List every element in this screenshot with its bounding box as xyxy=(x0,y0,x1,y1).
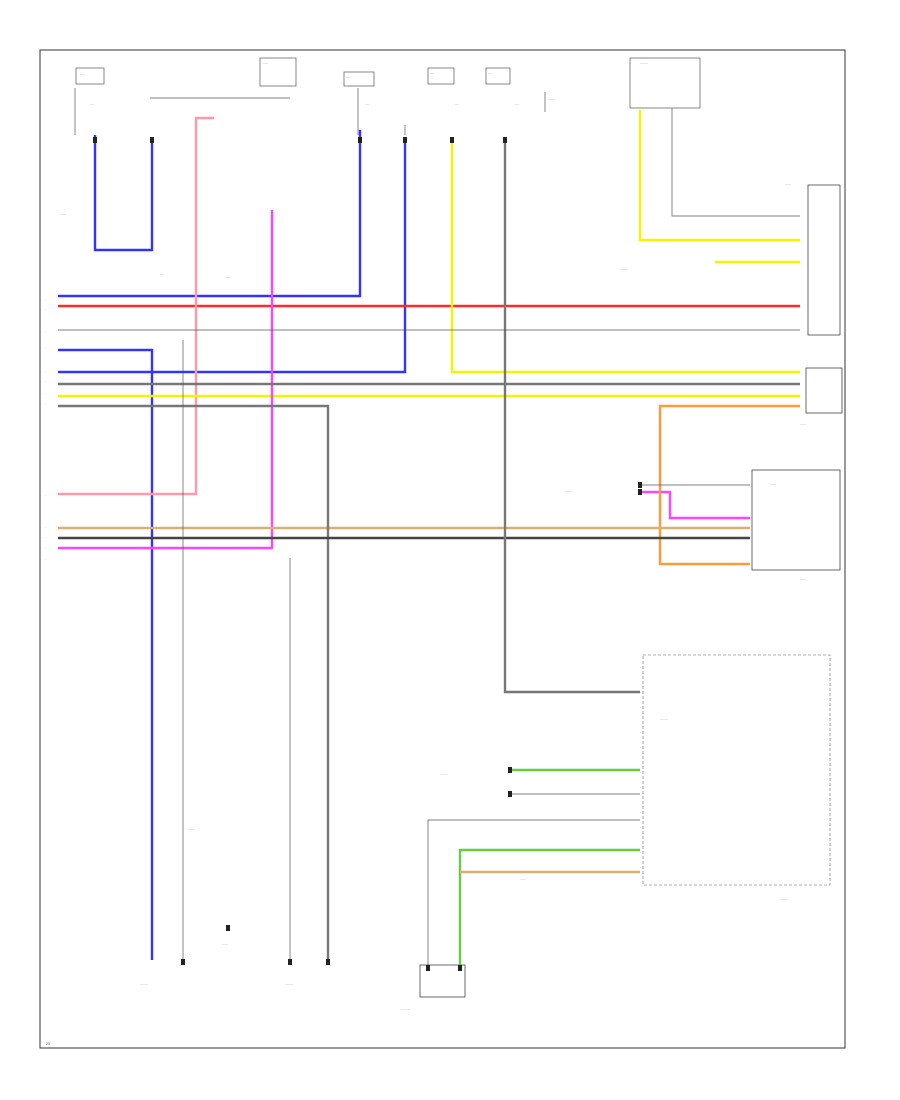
svg-text:.....: ..... xyxy=(346,75,351,79)
svg-text:....: .... xyxy=(455,102,459,106)
svg-text:.: . xyxy=(45,307,46,311)
svg-text:........: ........ xyxy=(565,489,573,493)
connector-terminal xyxy=(326,959,330,965)
svg-text:.: . xyxy=(45,297,46,301)
svg-text:........: ........ xyxy=(660,717,668,721)
right-mid-module xyxy=(805,367,843,414)
svg-text:.: . xyxy=(45,493,46,497)
svg-text:........: ........ xyxy=(780,897,788,901)
text-marks: ..... ...... ..... .... .... ........ ..… xyxy=(45,61,806,1011)
svg-text:........: ........ xyxy=(285,982,293,986)
svg-text:.: . xyxy=(45,369,46,373)
svg-text:.: . xyxy=(45,345,46,349)
svg-text:......: ...... xyxy=(770,482,776,486)
svg-text:......: ...... xyxy=(800,577,806,581)
blue-wire-3 xyxy=(58,348,154,960)
svg-text:.: . xyxy=(45,557,46,561)
blue-wire-4 xyxy=(58,140,407,374)
connector-terminal xyxy=(458,965,462,971)
svg-text:.: . xyxy=(45,525,46,529)
top-fuse-labels xyxy=(74,57,701,135)
bottom-center-box xyxy=(419,964,466,998)
svg-text:.....: ..... xyxy=(80,72,85,76)
connector-terminal xyxy=(638,489,642,495)
right-upper-module xyxy=(807,184,841,336)
yellow-wire-2 xyxy=(450,140,800,374)
gray-wire-1 xyxy=(58,404,330,960)
svg-text:.: . xyxy=(45,535,46,539)
svg-text:........: ........ xyxy=(140,982,148,986)
green-wire-2 xyxy=(458,848,640,965)
svg-text:..........: .......... xyxy=(400,1007,410,1011)
svg-text:......: ...... xyxy=(262,61,268,65)
svg-text:......: ...... xyxy=(222,942,228,946)
svg-text:........: ........ xyxy=(440,772,448,776)
connector-terminal xyxy=(450,137,454,143)
connector-terminal xyxy=(358,137,362,143)
connector-terminal xyxy=(638,482,642,488)
red-wire-2 xyxy=(58,116,214,496)
svg-text:....: .... xyxy=(488,71,492,75)
gray-wire-3 xyxy=(503,140,640,694)
svg-text:.: . xyxy=(45,329,46,333)
connector-terminal xyxy=(93,137,97,143)
connector-terminal xyxy=(226,925,230,931)
svg-text:....: .... xyxy=(365,102,369,106)
connector-terminal xyxy=(426,965,430,971)
blue-wire-2 xyxy=(58,130,362,298)
blue-wire-1 xyxy=(93,135,154,252)
yellow-wire-3 xyxy=(638,110,800,242)
gray-wire-9 xyxy=(671,108,800,217)
wires-layer xyxy=(58,108,800,971)
connector-terminal xyxy=(508,767,512,773)
svg-text:.: . xyxy=(45,379,46,383)
svg-text:......: ...... xyxy=(60,212,66,216)
pink-wire-2 xyxy=(640,490,750,520)
connector-terminal xyxy=(508,791,512,797)
svg-text:....: .... xyxy=(430,71,434,75)
svg-text:.: . xyxy=(45,401,46,405)
svg-text:....: .... xyxy=(515,102,519,106)
svg-text:......: ...... xyxy=(188,827,194,831)
svg-text:........: ........ xyxy=(640,61,648,65)
right-lower-module xyxy=(751,469,841,571)
svg-text:.......: ....... xyxy=(548,97,555,101)
svg-text:.: . xyxy=(45,391,46,395)
svg-text:....: .... xyxy=(90,102,94,106)
connector-terminal xyxy=(503,137,507,143)
connector-terminal xyxy=(181,959,185,965)
svg-text:......: ...... xyxy=(225,275,231,279)
connector-terminal xyxy=(150,137,154,143)
svg-text:......: ...... xyxy=(785,182,791,186)
pink-wire-1 xyxy=(58,210,274,550)
svg-text:........: ........ xyxy=(620,267,628,271)
svg-text:......: ...... xyxy=(800,422,806,426)
svg-text:....: .... xyxy=(160,272,164,276)
diagram-frame xyxy=(39,49,846,1049)
svg-text:.: . xyxy=(45,545,46,549)
bottom-right-module xyxy=(642,654,831,886)
footer-code: 25 xyxy=(46,1042,50,1046)
gray-wire-5 xyxy=(427,819,640,965)
connector-terminal xyxy=(288,959,292,965)
connector-terminal xyxy=(403,137,407,143)
svg-text:......: ...... xyxy=(520,877,526,881)
